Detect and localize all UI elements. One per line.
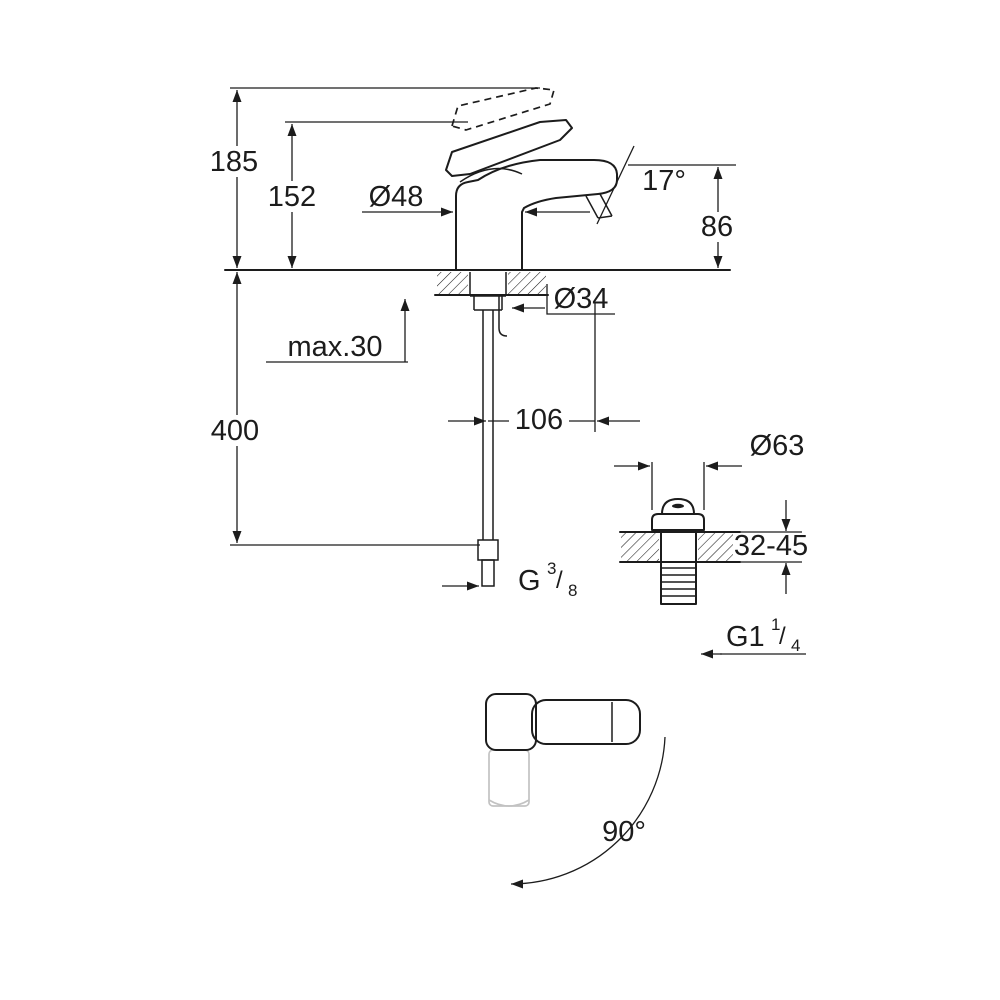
body-ghost-curve: [488, 799, 530, 807]
dim-400-label-bg: [206, 415, 264, 446]
waste-cap-slot: [672, 503, 684, 509]
dim-34-label: Ø34: [554, 283, 609, 315]
waste-cap-dome: [661, 498, 695, 515]
g38-den: 8: [568, 581, 577, 600]
faucet-body-outline: [455, 159, 618, 271]
g114-den: 4: [791, 636, 800, 655]
g114-num: 1: [771, 615, 780, 634]
g38-slash: /: [556, 567, 563, 594]
g114-base: G1: [726, 621, 765, 653]
threaded-shank: [469, 272, 507, 297]
hose-connector: [477, 539, 499, 561]
lever-hub-top-view: [485, 693, 537, 751]
dim-3245-label: 32-45: [734, 530, 808, 562]
dim-400-label: 400: [211, 415, 259, 447]
dim-g38-label: G 3 / 8: [518, 559, 577, 600]
angle-90-label: 90°: [602, 816, 646, 848]
dim-86-label: 86: [701, 211, 733, 243]
waste-thread-lines: [661, 567, 696, 597]
angle-17-line: [596, 145, 635, 225]
deck-hatch-right: [508, 272, 546, 294]
g38-num: 3: [547, 559, 556, 578]
swivel-arc: [510, 736, 666, 889]
g38-base: G: [518, 565, 541, 597]
dim-g114-label: G1 1 / 4: [726, 615, 800, 655]
dim-185-label-bg: [206, 146, 264, 177]
lever-handle-raised-dashed: [451, 87, 555, 131]
aerator-outlet: [585, 193, 613, 219]
angle-17-label: 17°: [642, 165, 686, 197]
waste-deck-hatch-left: [621, 533, 659, 561]
dim-34-box: [546, 284, 615, 315]
dim-106-label-bg: [509, 405, 569, 435]
dim-86-label-bg: [697, 212, 739, 242]
dim-max30-label: max.30: [287, 331, 382, 363]
dimension-labels: 185 152 400 Ø48 17° 86 Ø34 max.30 106 Ø6…: [206, 146, 809, 848]
dim-152-label-bg: [263, 181, 321, 212]
dim-152-label: 152: [268, 181, 316, 213]
waste-flange: [651, 513, 705, 531]
dim-48-label: Ø48: [369, 181, 424, 213]
g114-slash: /: [779, 623, 786, 650]
faucet-front-view: [224, 87, 731, 587]
dim-3245-label-bg: [733, 533, 809, 561]
handle-dome: [459, 167, 523, 183]
waste-deck-hatch-right: [698, 533, 739, 561]
handle-top-view: [485, 693, 666, 889]
dim-185-label: 185: [210, 146, 258, 178]
deck-hatch-left: [437, 272, 468, 294]
lever-top-view: [531, 699, 641, 745]
body-ghost-outline: [488, 749, 530, 807]
hose-thread-nipple: [481, 559, 495, 587]
pop-up-rod: [498, 296, 508, 337]
waste-assembly-view: [619, 498, 741, 605]
mounting-nut: [473, 296, 503, 311]
dim-106-label: 106: [515, 404, 563, 436]
lever-handle: [445, 119, 573, 177]
dim-63-label: Ø63: [750, 430, 805, 462]
